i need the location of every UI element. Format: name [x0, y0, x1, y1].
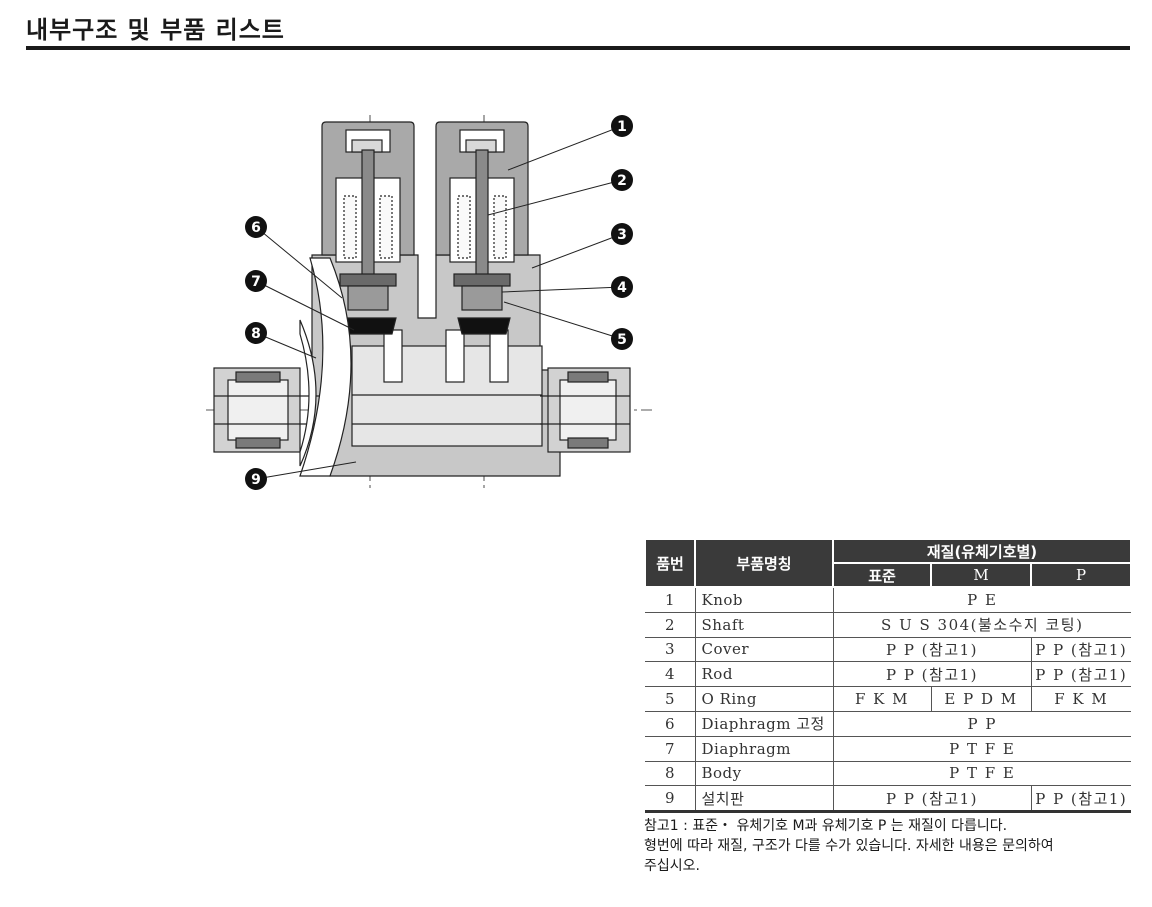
leader-lines [255, 125, 623, 480]
callout-7: 7 [245, 270, 267, 292]
row-name: Body [694, 761, 833, 787]
left-fitting [213, 367, 330, 453]
footnote: 참고1 : 표준・ 유체기호 M과 유체기호 P 는 재질이 다릅니다. 형번에… [644, 816, 1130, 876]
svg-text:9: 9 [251, 472, 261, 488]
page-title: 내부구조 및 부품 리스트 [26, 16, 285, 44]
valve-cross-section-diagram: 1 2 3 4 5 6 7 8 9 [206, 115, 652, 490]
header-p: P [1030, 562, 1132, 588]
row-std: P T F E [832, 736, 1131, 762]
callout-4: 4 [611, 276, 633, 298]
row-name: O Ring [694, 686, 833, 712]
callout-1: 1 [611, 115, 633, 137]
callout-9: 9 [245, 468, 267, 490]
row-no: 7 [645, 736, 695, 762]
row-p: P P (참고1) [1030, 661, 1131, 688]
row-p: P P (참고1) [1030, 785, 1131, 814]
row-std: P T F E [832, 761, 1131, 787]
right-fitting [540, 367, 631, 453]
row-no: 6 [645, 711, 695, 737]
row-no: 2 [645, 612, 695, 638]
row-no: 4 [645, 661, 695, 688]
callout-6: 6 [245, 216, 267, 238]
row-no: 1 [645, 585, 695, 613]
callout-5: 5 [611, 328, 633, 350]
header-no: 품번 [644, 538, 696, 588]
header-name: 부품명칭 [694, 538, 834, 588]
header-std: 표준 [832, 562, 932, 588]
row-name: Rod [694, 661, 833, 688]
right-actuator [435, 121, 529, 335]
header-material: 재질(유체기호별) [832, 538, 1132, 564]
row-no: 9 [645, 785, 695, 814]
callout-8: 8 [245, 322, 267, 344]
table-row: 4 Rod P P (참고1) P P (참고1) [645, 661, 1131, 688]
arrow-8-shape [299, 319, 317, 467]
row-name: Diaphragm 고정 [694, 711, 833, 737]
row-std: P P [832, 711, 1131, 737]
row-name: Cover [694, 637, 833, 663]
left-actuator [321, 121, 415, 335]
row-m: E P D M [930, 686, 1031, 712]
row-std: S U S 304(불소수지 코팅) [832, 612, 1131, 638]
row-no: 3 [645, 637, 695, 663]
row-p: P P (참고1) [1030, 637, 1131, 663]
row-std: F K M [832, 686, 931, 712]
row-name: 설치판 [694, 785, 833, 814]
row-std: P P (참고1) [832, 661, 1031, 688]
svg-text:6: 6 [251, 220, 261, 236]
row-no: 5 [645, 686, 695, 712]
parts-table: 품번 부품명칭 재질(유체기호별) 표준 M P 1 Knob P E 2 Sh… [644, 538, 1132, 814]
row-no: 8 [645, 761, 695, 787]
footnote-line-1: 참고1 : 표준・ 유체기호 M과 유체기호 P 는 재질이 다릅니다. [644, 818, 1008, 834]
svg-text:1: 1 [617, 119, 627, 135]
svg-text:5: 5 [617, 332, 627, 348]
svg-text:4: 4 [617, 280, 627, 296]
callout-3: 3 [611, 223, 633, 245]
table-row: 1 Knob P E [645, 585, 1131, 613]
row-std: P P (참고1) [832, 637, 1031, 663]
table-row: 3 Cover P P (참고1) P P (참고1) [645, 637, 1131, 663]
svg-text:3: 3 [617, 227, 627, 243]
row-name: Diaphragm [694, 736, 833, 762]
row-name: Knob [694, 585, 833, 613]
table-row: 8 Body P T F E [645, 761, 1131, 787]
table-row: 6 Diaphragm 고정 P P [645, 711, 1131, 737]
table-row: 2 Shaft S U S 304(불소수지 코팅) [645, 612, 1131, 638]
row-std: P E [832, 585, 1131, 613]
svg-text:7: 7 [251, 274, 261, 290]
row-p: F K M [1030, 686, 1131, 712]
svg-text:2: 2 [617, 173, 627, 189]
row-name: Shaft [694, 612, 833, 638]
row-std: P P (참고1) [832, 785, 1031, 814]
footnote-line-3: 주십시오. [644, 858, 700, 874]
table-row: 7 Diaphragm P T F E [645, 736, 1131, 762]
title-rule [26, 46, 1130, 50]
callout-2: 2 [611, 169, 633, 191]
table-row: 9 설치판 P P (참고1) P P (참고1) [645, 785, 1131, 814]
table-row: 5 O Ring F K M E P D M F K M [645, 686, 1131, 712]
svg-text:8: 8 [251, 326, 261, 342]
header-m: M [930, 562, 1032, 588]
footnote-line-2: 형번에 따라 재질, 구조가 다를 수가 있습니다. 자세한 내용은 문의하여 [644, 838, 1054, 854]
